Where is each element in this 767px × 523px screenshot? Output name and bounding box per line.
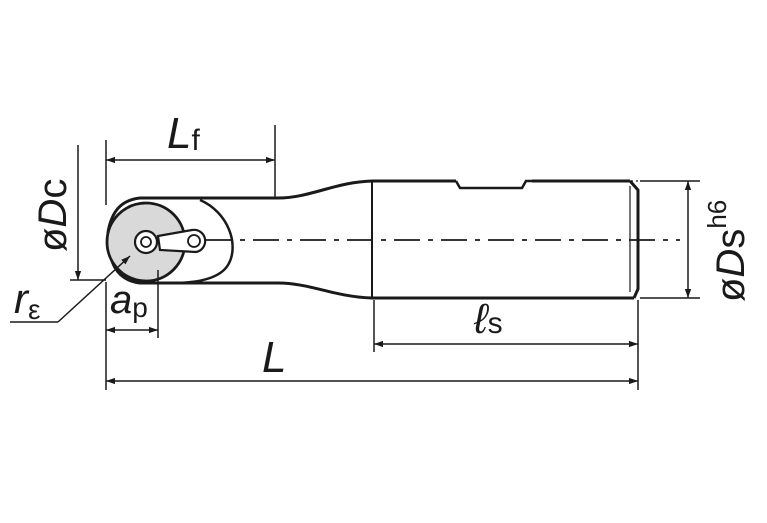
label-dc: øDc bbox=[31, 179, 75, 252]
dimension-ap bbox=[106, 270, 159, 338]
dimension-l bbox=[105, 282, 638, 390]
shank-flat bbox=[454, 179, 638, 292]
clamp-lever bbox=[156, 228, 207, 254]
dimension-lf bbox=[105, 125, 276, 205]
label-lf: Lf bbox=[167, 109, 200, 158]
dimension-re bbox=[10, 255, 131, 323]
label-ls: ℓs bbox=[473, 295, 503, 342]
dimension-ls bbox=[373, 300, 639, 390]
label-ap: ap bbox=[110, 278, 148, 323]
label-re: rε bbox=[14, 275, 40, 325]
dimension-ds bbox=[640, 180, 700, 299]
dimension-dc bbox=[70, 145, 106, 281]
label-ds: øDsh6 bbox=[702, 200, 753, 302]
label-l: L bbox=[262, 333, 286, 382]
